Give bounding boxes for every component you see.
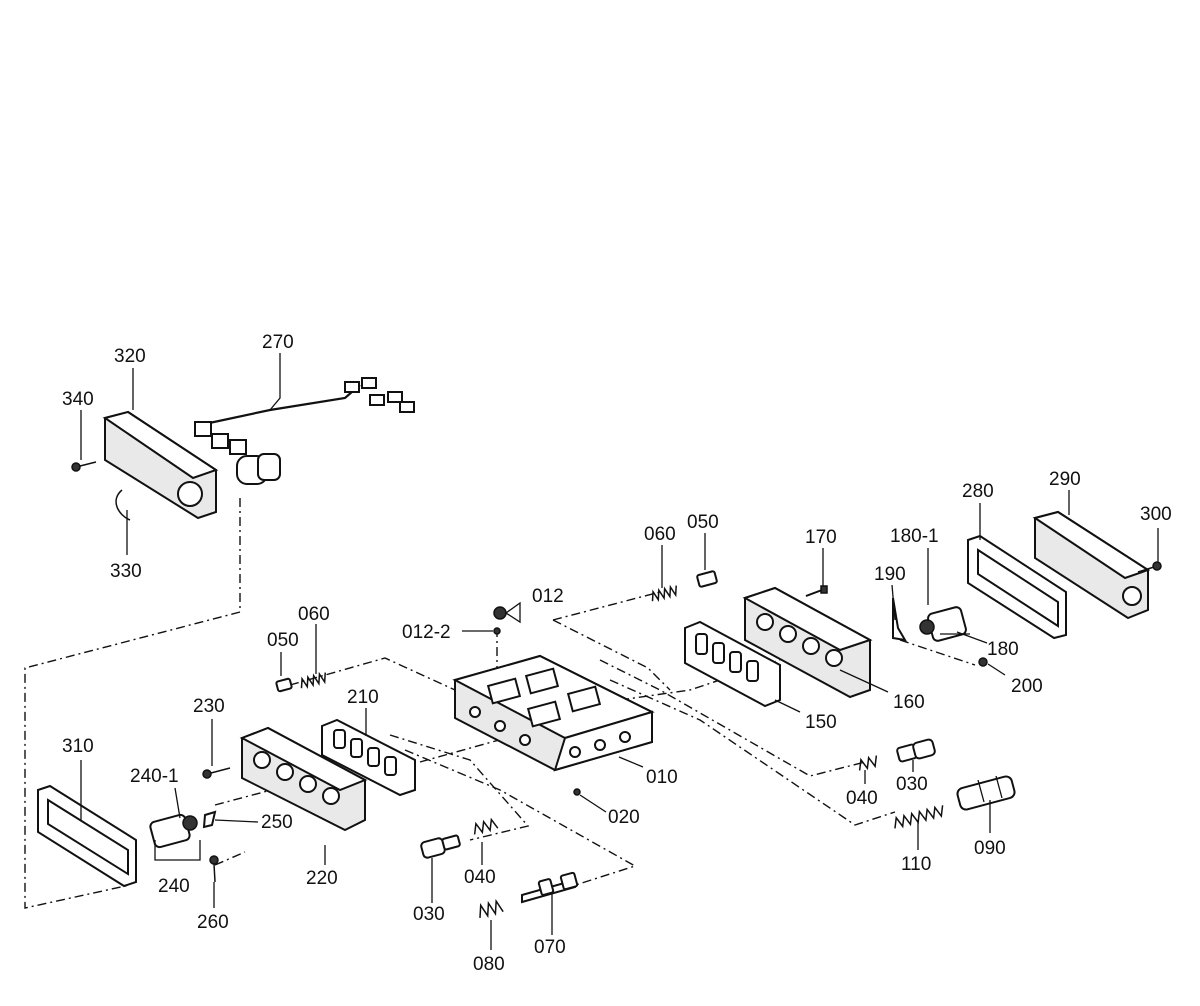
label-180: 180 — [987, 639, 1019, 660]
label-150: 150 — [805, 712, 837, 733]
part-080-spring — [479, 898, 504, 919]
part-012-plug — [493, 601, 521, 635]
part-060-spring-right — [651, 584, 677, 602]
label-050-right: 050 — [687, 512, 719, 533]
part-labels: 270 320 340 330 060 050 012 012-2 170 18… — [62, 332, 1172, 975]
label-020: 020 — [608, 807, 640, 828]
label-340: 340 — [62, 389, 94, 410]
leader-lines — [80, 353, 1159, 950]
part-070-valve — [521, 871, 579, 904]
part-060-spring-left — [300, 671, 326, 689]
label-190: 190 — [874, 564, 906, 585]
part-280-gasket — [967, 534, 1067, 640]
part-170-bolt — [805, 585, 828, 597]
label-170: 170 — [805, 527, 837, 548]
part-050-plunger-right — [696, 570, 718, 588]
label-060-left: 060 — [298, 604, 330, 625]
part-040-spring-left — [473, 817, 499, 835]
label-090: 090 — [974, 838, 1006, 859]
label-280: 280 — [962, 481, 994, 502]
label-012-2: 012-2 — [402, 622, 451, 643]
part-340-bolt — [71, 461, 97, 472]
part-200-screw — [978, 657, 988, 667]
part-180-solenoid — [919, 606, 967, 642]
label-040-right: 040 — [846, 788, 878, 809]
part-020-ball — [573, 788, 581, 796]
part-030-plug-right — [896, 738, 936, 763]
label-180-1: 180-1 — [890, 526, 939, 547]
part-240-solenoid — [149, 813, 198, 849]
label-210: 210 — [347, 687, 379, 708]
part-250-bracket — [202, 810, 217, 829]
label-310: 310 — [62, 736, 94, 757]
part-040-spring-right — [858, 755, 878, 771]
part-260-screw — [209, 855, 219, 883]
part-010-valve-body — [452, 654, 655, 772]
label-060-right: 060 — [644, 524, 676, 545]
label-012: 012 — [532, 586, 564, 607]
part-270-harness — [194, 377, 415, 485]
label-300: 300 — [1140, 504, 1172, 525]
part-220-valve-body — [239, 726, 368, 832]
part-030-plug-left — [420, 834, 461, 859]
part-290-cover — [1032, 510, 1151, 620]
part-310-gasket — [37, 784, 137, 888]
label-220: 220 — [306, 868, 338, 889]
part-190-bracket — [892, 597, 907, 642]
label-250: 250 — [261, 812, 293, 833]
label-330: 330 — [110, 561, 142, 582]
part-150-gasket — [684, 620, 781, 708]
part-160-valve-body — [742, 586, 873, 699]
label-260: 260 — [197, 912, 229, 933]
label-200: 200 — [1011, 676, 1043, 697]
part-320-cover — [102, 410, 219, 520]
label-030-left: 030 — [413, 904, 445, 925]
label-270: 270 — [262, 332, 294, 353]
part-110-spring — [894, 805, 944, 829]
label-160: 160 — [893, 692, 925, 713]
part-330-clip — [115, 489, 131, 521]
label-110: 110 — [901, 854, 931, 875]
part-300-bolt — [1137, 561, 1162, 573]
label-320: 320 — [114, 346, 146, 367]
label-010: 010 — [646, 767, 678, 788]
label-240-1: 240-1 — [130, 766, 179, 787]
label-030-right: 030 — [896, 774, 928, 795]
label-240: 240 — [158, 876, 190, 897]
label-290: 290 — [1049, 469, 1081, 490]
label-050-left: 050 — [267, 630, 299, 651]
label-040-left: 040 — [464, 867, 496, 888]
part-210-gasket — [321, 718, 416, 797]
label-070: 070 — [534, 937, 566, 958]
part-050-plunger-left — [275, 677, 293, 693]
part-230-bolt — [202, 767, 231, 779]
label-230: 230 — [193, 696, 225, 717]
label-080: 080 — [473, 954, 505, 975]
part-090-sleeve — [956, 775, 1016, 811]
